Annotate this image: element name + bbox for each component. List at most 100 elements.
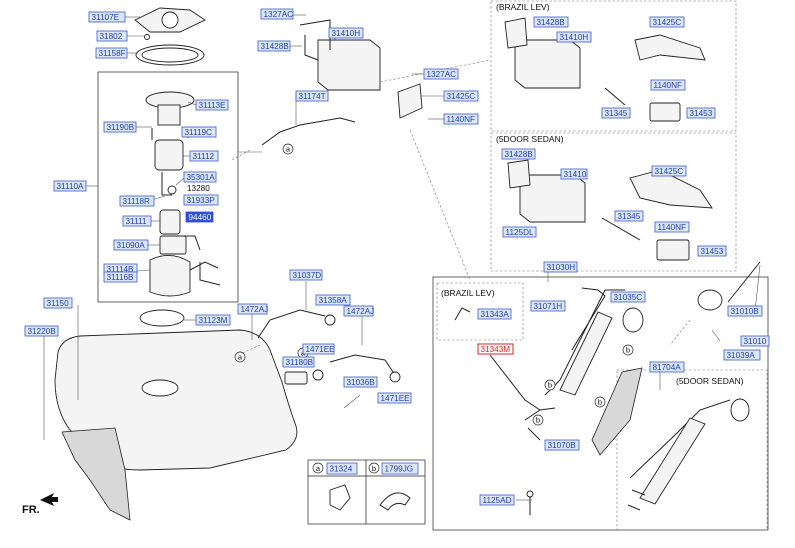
- svg-text:81704A: 81704A: [653, 363, 682, 372]
- svg-text:b: b: [372, 464, 376, 473]
- svg-text:31123M: 31123M: [199, 316, 228, 325]
- part-label-1471ee[interactable]: 1471EE: [302, 343, 335, 355]
- svg-text:31118R: 31118R: [123, 197, 151, 206]
- part-label-31343a[interactable]: 31343A: [477, 308, 512, 320]
- part-label-31112[interactable]: 31112: [189, 150, 219, 162]
- svg-text:31090A: 31090A: [117, 241, 146, 250]
- part-label-31030h[interactable]: 31030H: [543, 261, 578, 273]
- svg-text:31111: 31111: [126, 217, 147, 226]
- part-label-31036b[interactable]: 31036B: [343, 376, 378, 388]
- svg-text:31453: 31453: [701, 247, 724, 256]
- part-label-31428b[interactable]: 31428B: [533, 16, 569, 28]
- svg-text:31220B: 31220B: [28, 327, 57, 336]
- svg-text:31343A: 31343A: [481, 310, 510, 319]
- part-label-31037d[interactable]: 31037D: [289, 269, 323, 281]
- sedan-canister-frame: [490, 132, 737, 272]
- part-label-1125ad[interactable]: 1125AD: [479, 494, 515, 506]
- part-label-31345[interactable]: 31345: [614, 210, 644, 222]
- part-label-31010[interactable]: 31010: [740, 335, 770, 347]
- part-label-1125dl[interactable]: 1125DL: [502, 226, 537, 238]
- part-label-31425c[interactable]: 31425C: [651, 165, 687, 177]
- svg-text:31112: 31112: [193, 152, 215, 161]
- legend-part-a[interactable]: 31324: [326, 462, 358, 475]
- legend-part-b[interactable]: 1799JG: [381, 462, 419, 475]
- callout-a: a: [282, 143, 294, 155]
- svg-text:31343M: 31343M: [481, 345, 511, 354]
- bolt-1125ad: [526, 490, 534, 515]
- fuel-pump-module: [145, 91, 221, 297]
- brazil-lev-canister-frame: [490, 0, 737, 132]
- svg-text:31119C: 31119C: [185, 128, 213, 137]
- svg-text:35301A: 35301A: [187, 173, 216, 182]
- part-label-31453[interactable]: 31453: [697, 245, 727, 257]
- legend-callout-b: b: [368, 462, 380, 474]
- svg-text:b: b: [536, 416, 540, 425]
- part-label-31343m[interactable]: 31343M: [477, 343, 514, 355]
- fuel-tank: [54, 309, 298, 521]
- part-label-31174t[interactable]: 31174T: [295, 90, 329, 102]
- part-label-31035c[interactable]: 31035C: [610, 291, 646, 303]
- callout-b: b: [622, 344, 634, 356]
- part-label-31150[interactable]: 31150: [43, 297, 73, 309]
- svg-text:a: a: [238, 353, 243, 362]
- filler-neck: [454, 261, 761, 456]
- part-label-31070b[interactable]: 31070B: [544, 439, 580, 451]
- svg-text:1125DL: 1125DL: [506, 228, 535, 237]
- part-label-31180b[interactable]: 31180B: [282, 356, 315, 368]
- part-label-1140nf[interactable]: 1140NF: [650, 79, 686, 91]
- part-label-31410h[interactable]: 31410H: [556, 31, 592, 43]
- part-label-31802[interactable]: 31802: [96, 30, 128, 42]
- front-arrow-icon: [40, 493, 58, 506]
- svg-text:b: b: [626, 346, 630, 355]
- part-label-highlighted[interactable]: 94460: [185, 211, 214, 223]
- part-label-1327ac[interactable]: 1327AC: [260, 8, 294, 20]
- part-label-31010b[interactable]: 31010B: [727, 305, 763, 317]
- svg-text:31150: 31150: [47, 299, 70, 308]
- svg-text:31345: 31345: [605, 109, 628, 118]
- svg-text:31113E: 31113E: [199, 101, 227, 110]
- part-label-31410h[interactable]: 31410H: [328, 27, 364, 39]
- part-label-31190b[interactable]: 31190B: [103, 121, 137, 133]
- part-label-81704a[interactable]: 81704A: [649, 361, 685, 373]
- part-label-31110a[interactable]: 31110A: [53, 180, 87, 192]
- part-label-1140nf[interactable]: 1140NF: [654, 221, 690, 233]
- part-label-31410[interactable]: 31410: [560, 168, 588, 180]
- part-label-31158f[interactable]: 31158F: [95, 47, 128, 59]
- pump-module-frame: [97, 71, 239, 303]
- canister-sedan: [507, 159, 713, 261]
- part-label-31111[interactable]: 31111: [122, 215, 152, 227]
- part-label-31119c[interactable]: 31119C: [181, 126, 217, 138]
- part-label-31428b[interactable]: 31428B: [257, 40, 291, 52]
- svg-text:1799JG: 1799JG: [385, 465, 414, 474]
- part-label-31425c[interactable]: 31425C: [443, 90, 479, 102]
- front-direction-marker: FR.: [22, 493, 58, 516]
- part-label-31113e[interactable]: 31113E: [195, 99, 229, 111]
- svg-text:31030H: 31030H: [547, 263, 576, 272]
- svg-text:31037D: 31037D: [293, 271, 322, 280]
- svg-text:1140NF: 1140NF: [658, 223, 687, 232]
- part-label-31071h[interactable]: 31071H: [530, 300, 566, 312]
- part-label-31425c[interactable]: 31425C: [649, 16, 685, 28]
- part-label-31039a[interactable]: 31039A: [723, 349, 761, 361]
- part-label-1472aj[interactable]: 1472AJ: [237, 303, 268, 315]
- part-label-1327ac[interactable]: 1327AC: [423, 68, 459, 80]
- part-label-1140nf[interactable]: 1140NF: [443, 113, 479, 125]
- callout-a: a: [234, 351, 246, 363]
- part-label-31123m[interactable]: 31123M: [195, 314, 231, 326]
- part-label-31118r[interactable]: 31118R: [119, 195, 155, 207]
- part-label-1472aj[interactable]: 1472AJ: [343, 305, 374, 317]
- part-label-1471ee[interactable]: 1471EE: [377, 392, 412, 404]
- svg-text:31107E: 31107E: [92, 13, 120, 22]
- part-label-31116b[interactable]: 31116B: [103, 271, 138, 283]
- part-label-31345[interactable]: 31345: [601, 107, 631, 119]
- part-label-31453[interactable]: 31453: [686, 107, 716, 119]
- svg-text:31110A: 31110A: [57, 182, 85, 191]
- part-label-31107e[interactable]: 31107E: [88, 11, 126, 23]
- part-label-35301a[interactable]: 35301A: [183, 171, 217, 183]
- part-label-31090a[interactable]: 31090A: [113, 239, 149, 251]
- svg-text:a: a: [286, 145, 291, 154]
- part-label-31428b[interactable]: 31428B: [501, 148, 536, 160]
- part-label-31933p[interactable]: 31933P: [183, 194, 219, 206]
- part-label-31358a[interactable]: 31358A: [315, 294, 351, 306]
- part-label-31220b[interactable]: 31220B: [24, 325, 59, 337]
